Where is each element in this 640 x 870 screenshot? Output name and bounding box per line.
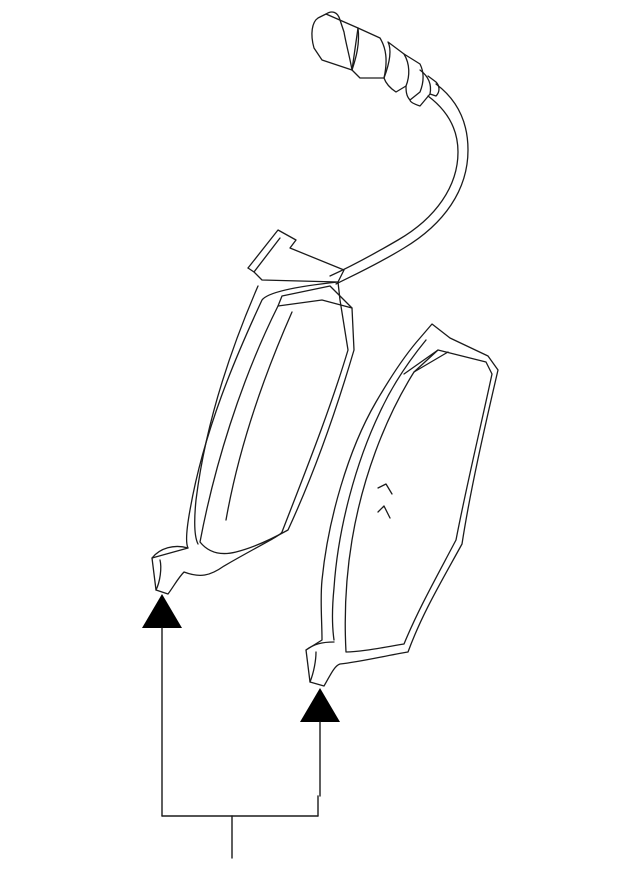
outer-pad-wear-notch-upper (377, 483, 393, 495)
callout-arrowhead-right (300, 688, 340, 722)
inner-pad-lower-ear (151, 545, 189, 591)
outer-brake-pad (305, 323, 499, 687)
outer-pad-chamfer-line (403, 349, 449, 375)
inner-pad-backing-plate (151, 229, 349, 595)
inner-pad-friction-face (199, 285, 355, 555)
sensor-connector-strain-relief (383, 41, 410, 93)
inner-pad-chamfer-line (225, 311, 293, 521)
outer-pad-plate-flange (331, 339, 427, 641)
sensor-cable-inner (329, 95, 459, 277)
sensor-connector-boot (403, 53, 424, 101)
sensor-connector-body (311, 13, 360, 71)
wear-sensor (311, 11, 469, 285)
sensor-cable-outer (335, 83, 469, 285)
sensor-connector-face (325, 11, 353, 71)
callout-arrowhead-left (142, 594, 182, 628)
callout-leader-right (317, 721, 321, 817)
inner-pad-plate-flange (194, 285, 259, 545)
sensor-cable-grommet (409, 69, 440, 107)
callout-group (142, 594, 340, 859)
outer-pad-backing-plate (305, 323, 499, 687)
inner-pad-friction-edge (277, 299, 353, 309)
outer-pad-lower-ear (305, 641, 335, 683)
inner-pad-sensor-tab (247, 237, 339, 283)
outer-pad-friction-face (344, 349, 493, 653)
inner-brake-pad (151, 229, 355, 595)
outer-pad-wear-notch-lower (377, 505, 391, 519)
